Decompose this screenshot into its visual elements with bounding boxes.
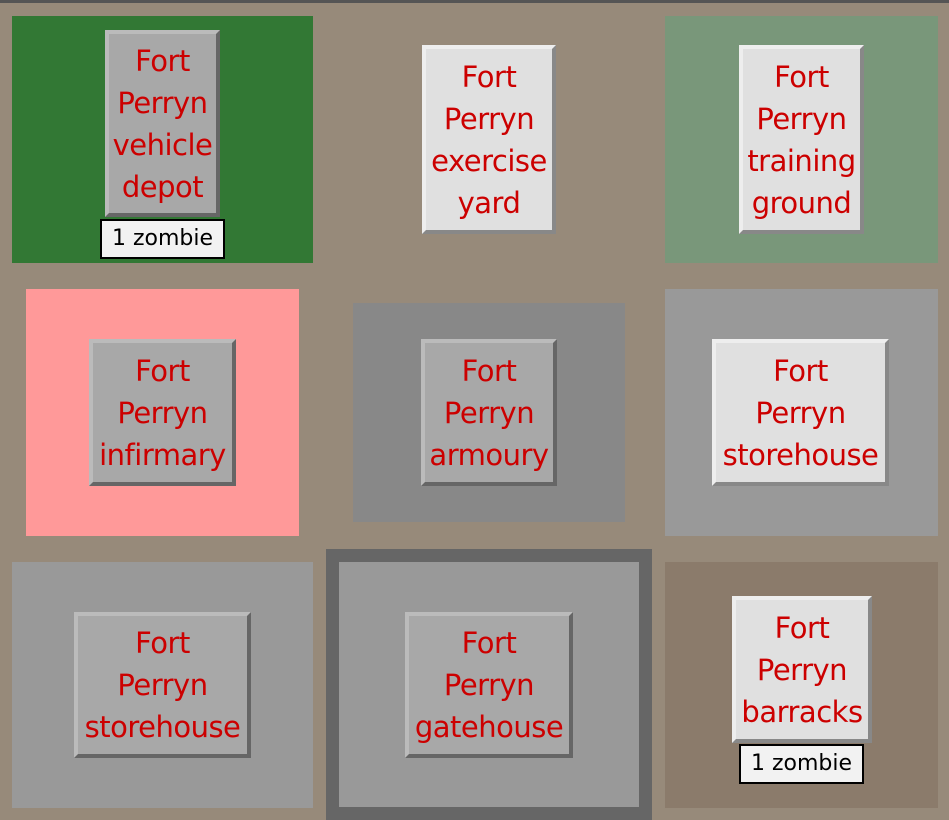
label-line: Perryn: [443, 668, 535, 702]
label-line: Perryn: [443, 101, 535, 136]
label-line: depot: [121, 169, 204, 204]
label-line: ground: [751, 185, 852, 220]
label-line: Fort: [461, 626, 517, 660]
label-line: gatehouse: [414, 710, 564, 744]
zombie-count-badge: 1 zombie: [100, 219, 225, 259]
label-line: yard: [457, 185, 521, 220]
label-line: barracks: [741, 694, 863, 729]
label-line: storehouse: [722, 437, 879, 472]
label-line: Fort: [774, 59, 829, 94]
label-line: storehouse: [84, 710, 241, 744]
label-line: Perryn: [117, 395, 208, 430]
label-line: Perryn: [756, 101, 847, 136]
label-line: Fort: [135, 626, 190, 660]
label-line: vehicle: [112, 127, 213, 162]
label-line: Fort: [774, 610, 830, 645]
label-line: Perryn: [756, 652, 848, 687]
label-line: training: [747, 143, 856, 178]
label-line: Perryn: [117, 85, 208, 120]
zombie-count-badge: 1 zombie: [739, 744, 864, 784]
label-line: Perryn: [117, 668, 208, 702]
label-line: armoury: [429, 437, 549, 472]
label-line: infirmary: [99, 437, 226, 472]
label-line: exercise: [431, 143, 547, 178]
label-line: Perryn: [443, 395, 535, 430]
label-line: Fort: [461, 59, 517, 94]
label-line: Perryn: [755, 395, 846, 430]
label-line: Fort: [135, 353, 190, 388]
label-line: Fort: [773, 353, 828, 388]
label-line: Fort: [461, 353, 517, 388]
label-line: Fort: [135, 43, 190, 78]
top-border: [0, 0, 949, 3]
